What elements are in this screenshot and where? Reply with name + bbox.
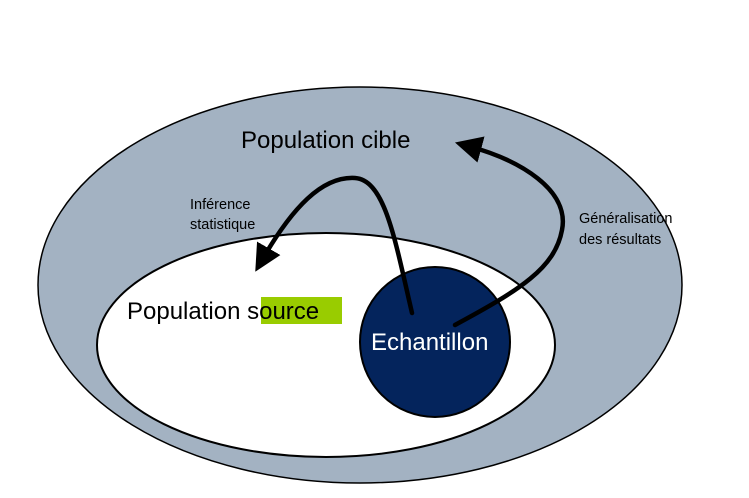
target-population-label: Population cible: [241, 127, 410, 154]
sample-circle: [359, 266, 511, 418]
inference-arrow: [255, 175, 415, 316]
source-population-label: Population source: [127, 298, 319, 325]
source-population-prefix: Population: [127, 298, 247, 325]
sample-label: Echantillon: [371, 329, 488, 356]
source-population-highlight-word: source: [247, 298, 319, 325]
generalisation-label-line2: des résultats: [579, 232, 661, 248]
source-highlight: [261, 297, 342, 324]
generalisation-label-line1: Généralisation: [579, 211, 673, 227]
inference-label-line2: statistique: [190, 217, 255, 233]
generalisation-arrow: [452, 136, 566, 328]
inference-label-line1: Inférence: [190, 197, 250, 213]
